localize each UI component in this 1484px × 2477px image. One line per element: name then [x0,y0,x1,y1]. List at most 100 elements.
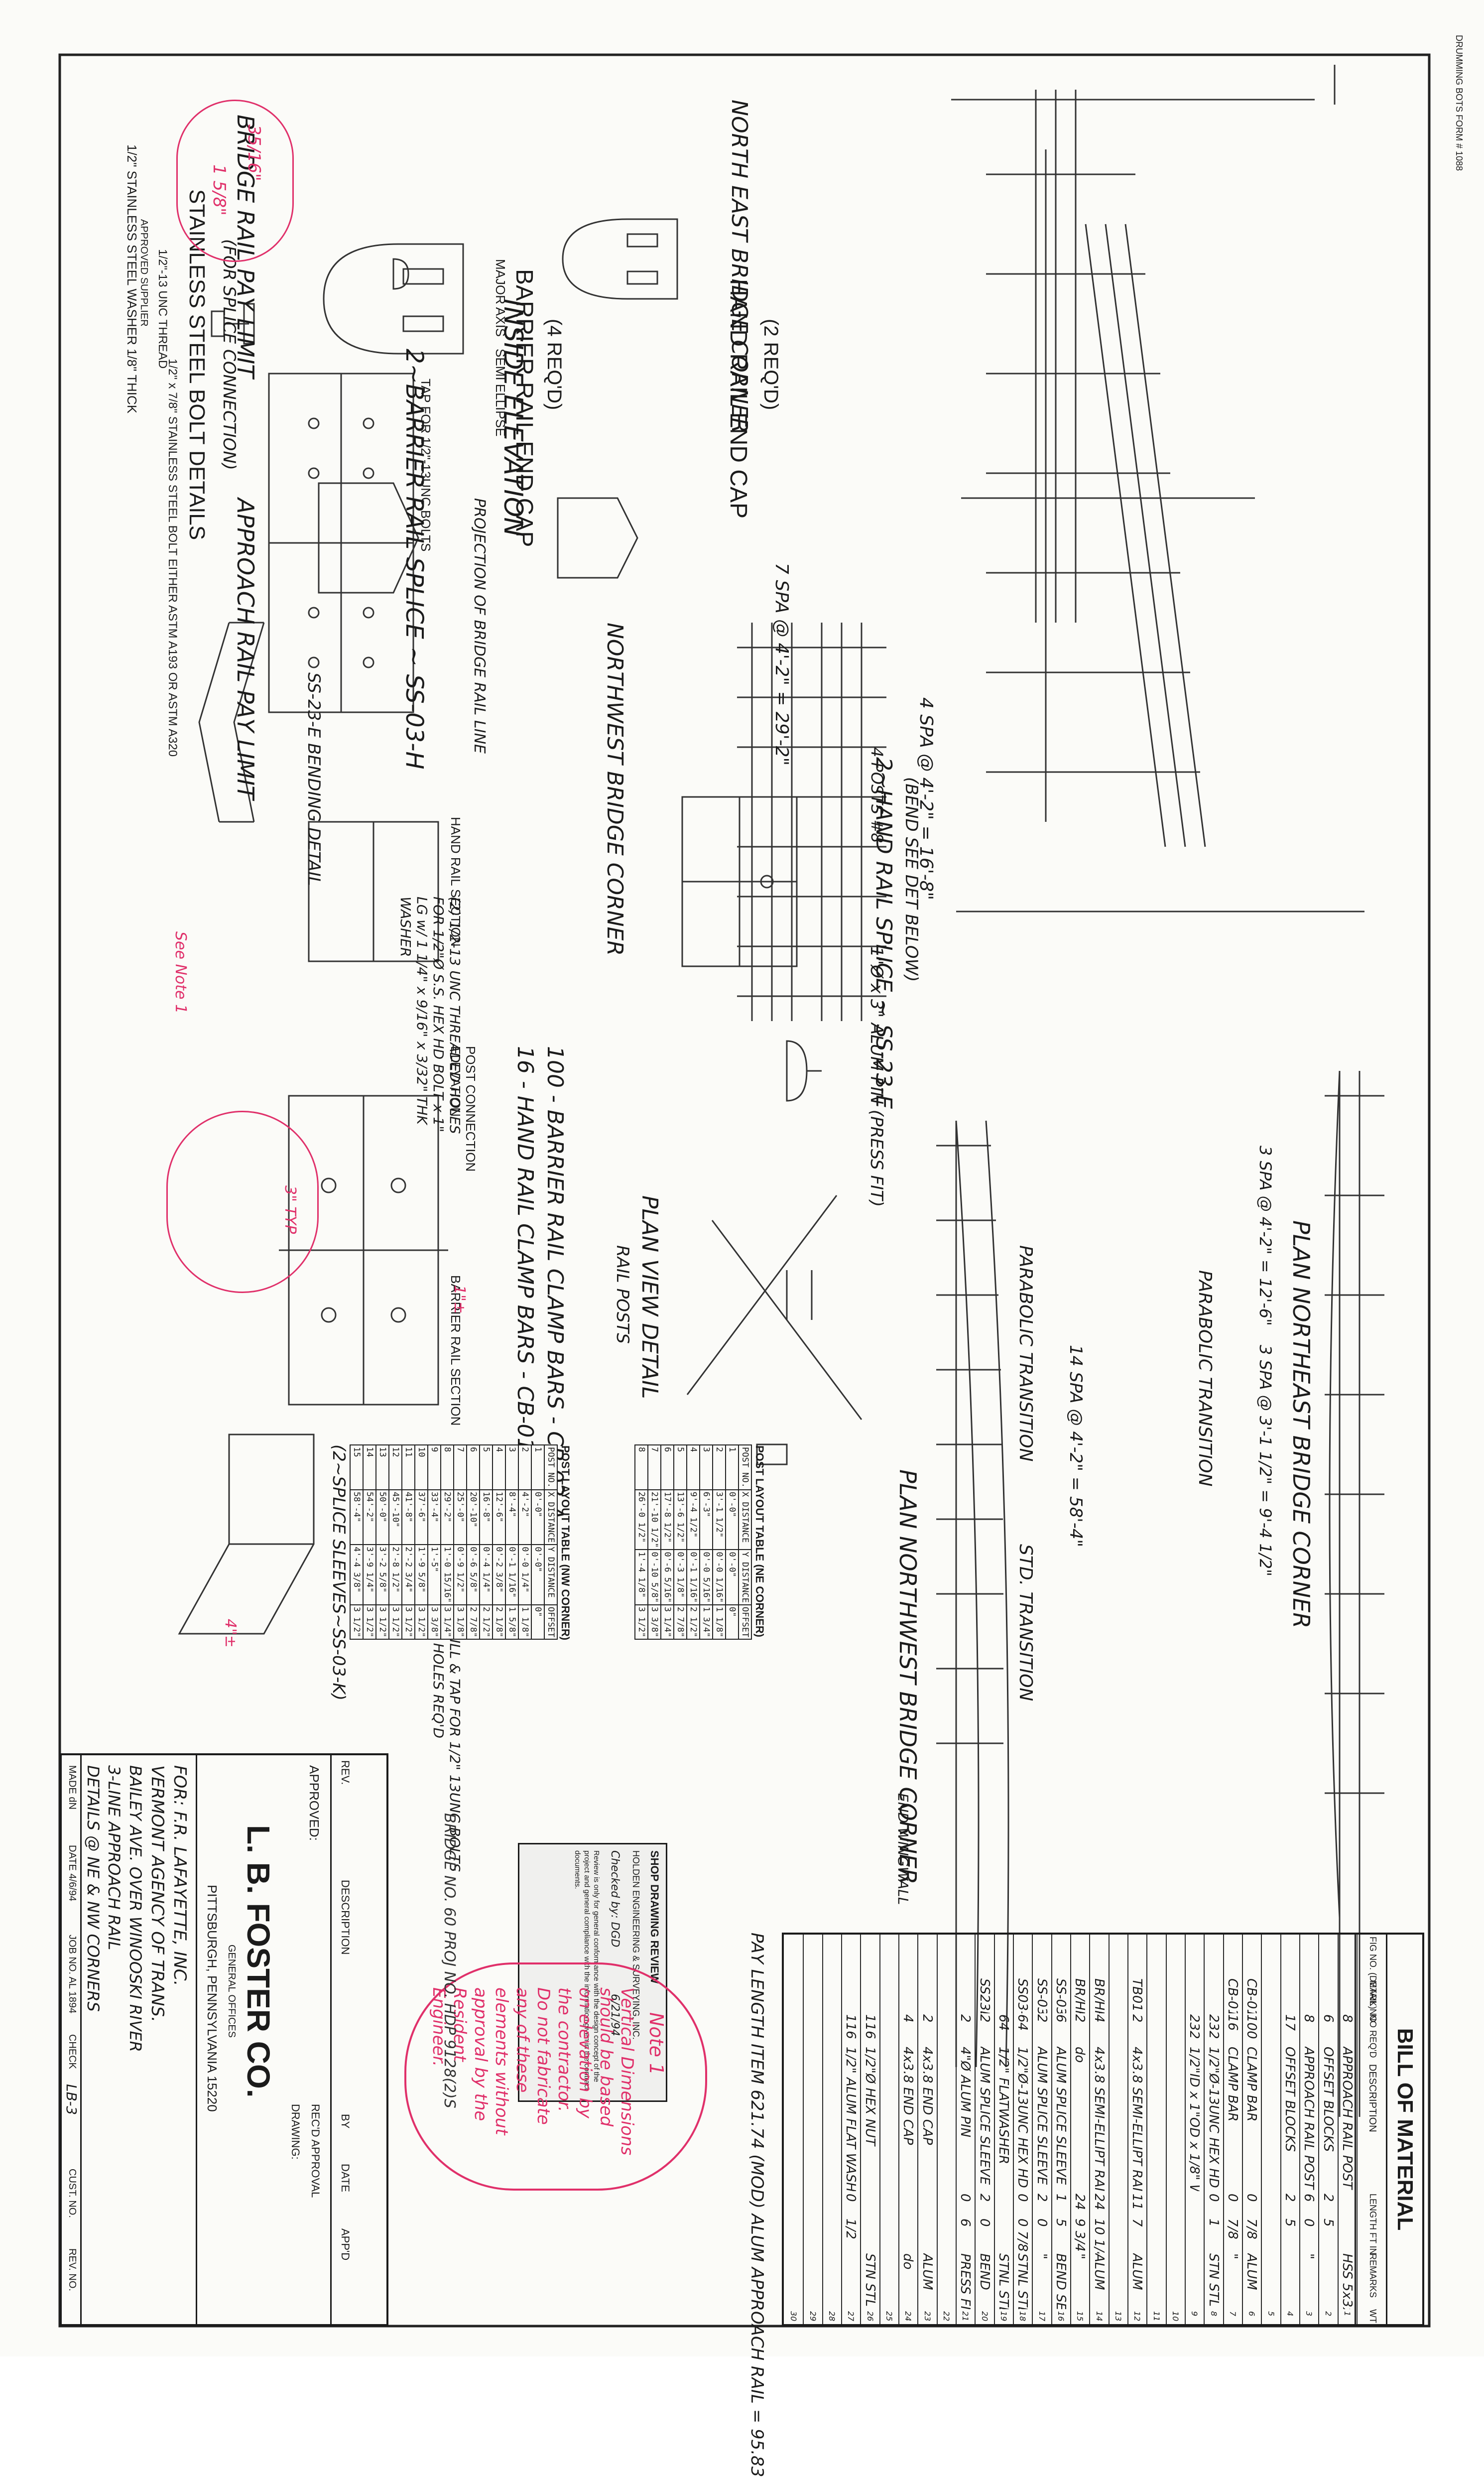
bom-ft: 2 [1320,2194,1336,2202]
bom-desc: 1/2" FLATWASHER [996,2047,1011,2165]
bom-row: 10 [1165,1935,1186,2324]
bom-row: 25 [879,1935,899,2324]
bom-col-length: LENGTH FT IN [1368,2194,1378,2255]
bom-ft [1166,2194,1185,2218]
bom-remarks [1109,2253,1127,2309]
bom-qty [803,2014,822,2044]
post-table-cell: 2'-2 3/4" [402,1545,415,1605]
bom-row: 22 [936,1935,957,2324]
post-table-cell: 1'-4 1/8" [635,1550,648,1605]
bom-mark [1299,1978,1318,2013]
bom-in: 0 [977,2218,992,2227]
bom-qty: 16 [1225,2014,1240,2031]
bom-ft [860,2194,879,2218]
bom-row: 28 [822,1935,842,2324]
bom-ft [1146,2194,1165,2218]
bom-remarks [822,2253,841,2309]
bom-row-number: 25 [884,2311,894,2322]
bom-in: 0 [1301,2218,1317,2227]
post-table-cell: 13 [376,1445,389,1490]
post-table-cell: 9 [428,1445,441,1490]
post-table-cell: 50'-0" [376,1489,389,1545]
bom-in [1166,2218,1185,2253]
bom-in [860,2218,879,2253]
bom-row-number: 9 [1190,2311,1200,2317]
nw-elevation-drawing [737,623,886,1021]
bom-desc: 1/2"Ø-13UNC HEX HD BOLT [1015,2047,1030,2191]
bom-mark [1204,1978,1223,2013]
post-table-cell: 5 [674,1445,687,1490]
bom-desc: 4x3.8 END CAP [919,2047,935,2145]
bom-desc: 4x3.8 SEMI-ELLIPT RAIL [1091,2047,1107,2191]
post-table-header: X DISTANCE [544,1489,557,1545]
company-division: GENERAL OFFICES [226,1945,237,2038]
bom-desc: ALUM SPLICE SLEEVE [977,2047,992,2185]
bom-row-number: 6 [1247,2311,1257,2317]
bom-ft [784,2194,803,2218]
thread-label: 1/2"-13 UNC THREAD [156,249,169,369]
check-label: CHECK [67,2034,78,2070]
revision-block: REV. DESCRIPTION BY DATE APP'D [330,1755,386,2324]
bom-ft: 0 [1225,2194,1240,2202]
post-table-cell: 12'-6" [493,1489,505,1545]
bom-row-number: 22 [942,2311,951,2322]
post-table-cell: 2 7/8" [674,1604,687,1640]
bom-desc: 1/2"ID x 1"OD x 1/8" WASH [1187,2047,1202,2191]
splice-sleeve-drawing [178,1434,315,1635]
post-table-header: POST NO. [544,1445,557,1490]
bom-header: FIG NO. (DETAIL) MARK NO NO REQ'D DESCRI… [1355,1935,1387,2324]
bom-qty: 232 [1187,2014,1202,2039]
bom-remarks: " [1034,2253,1049,2259]
post-table-cell: 4 [493,1445,505,1490]
post-table-nw: POST LAYOUT TABLE (NW CORNER) POST NO.X … [350,1444,573,1641]
bom-mark [994,1978,1013,2013]
bom-qty: 8 [1340,2014,1355,2023]
post-table-cell: 26'-0 1/2" [635,1489,648,1550]
splice-sleeve-label: (2~SPLICE SLEEVES~SS-03-K) [329,1444,349,1701]
bom-mark [1318,1978,1337,2013]
post-table-cell: 0'-0 5/16" [700,1550,713,1605]
post-table-cell: 0'-0" [726,1550,739,1605]
bom-remarks [1318,2253,1337,2309]
post-table-cell: 7 [648,1445,661,1490]
post-table-cell: 0'-9 1/2" [454,1545,467,1605]
plan-ne-drawing [1325,1070,1384,2117]
bom-desc [1261,2047,1280,2191]
post-table-cell: 1 1/8" [713,1604,726,1640]
bom-col-wt: WT [1368,2309,1378,2323]
date-field: DATE 4/6/94 [67,1845,78,1902]
bom-in: 7/8 [1225,2218,1240,2239]
stamp-checked: Checked by: DGD [609,1850,621,1948]
bom-ft [937,2194,956,2218]
post-table-cell: 0'-2 3/8" [493,1545,505,1605]
approach-rail-pay-limit: APPROACH RAIL PAY LIMIT [232,498,259,800]
bom-ft [898,2194,917,2218]
bom-desc [803,2047,822,2191]
bom-remarks: STN STL [1206,2253,1221,2307]
note1-line: elements without [492,1987,511,2135]
approved-supplier: APPROVED SUPPLIER [138,219,149,327]
pink-dim-4: 1"± [451,1285,468,1314]
bom-qty: 6 [1053,2014,1068,2023]
post-table-cell: 3 1/2" [635,1604,648,1640]
bom-qty: 6 [1320,2014,1336,2023]
std-transition-label: STD. TRANSITION [1015,1544,1036,1701]
bom-in [994,2218,1013,2253]
posts-spacing-b: 7 SPA @ 4'-2" = 29'-2" [771,563,792,766]
bom-in: 0 [1034,2218,1049,2227]
post-table-header: POST NO. [739,1445,751,1490]
bom-row-number: 4 [1285,2311,1295,2317]
bom-mark [898,1978,917,2013]
post-table-header: OFFSET [739,1604,751,1640]
bom-ft [879,2194,898,2218]
